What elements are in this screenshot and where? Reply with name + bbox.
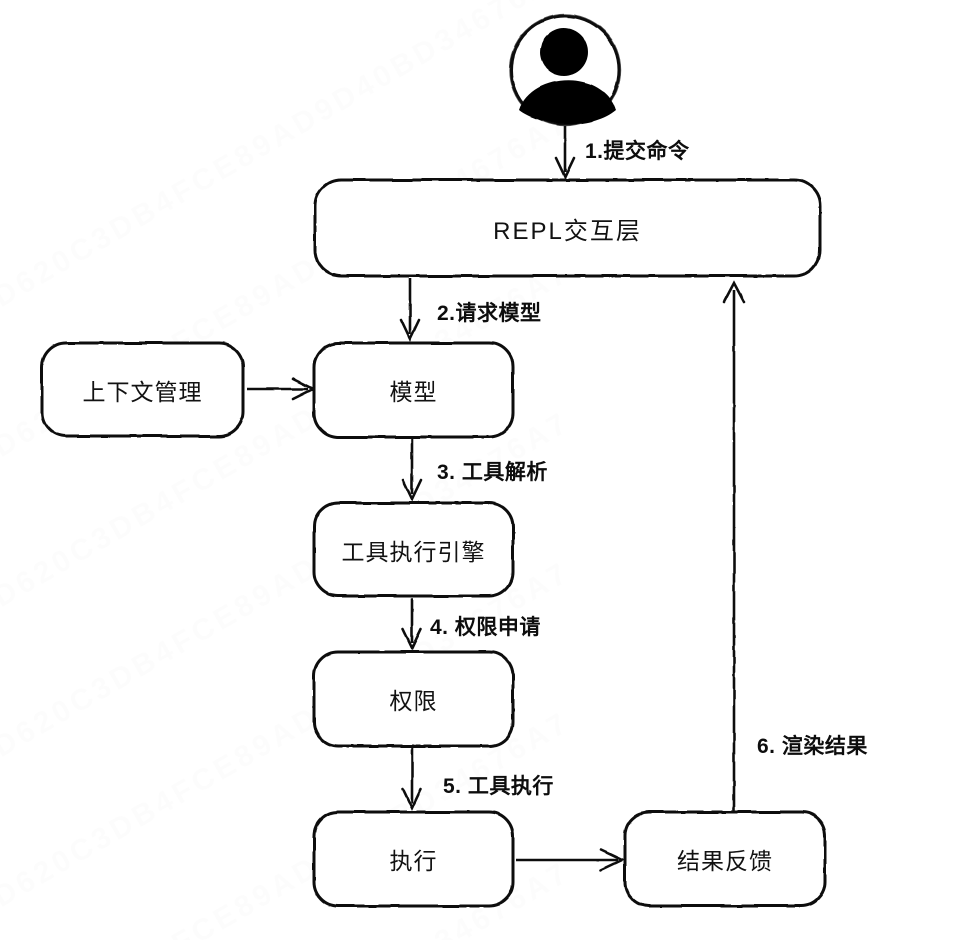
node-repl[interactable] <box>313 178 822 278</box>
edge-label-permission-request: 4. 权限申请 <box>430 616 541 639</box>
node-context[interactable] <box>40 341 245 438</box>
user-avatar-icon <box>508 13 622 127</box>
edge-perm-to-exec <box>401 748 423 812</box>
node-permission[interactable] <box>312 650 515 748</box>
edge-label-request-model: 2.请求模型 <box>437 302 542 325</box>
node-execute[interactable] <box>312 810 515 908</box>
edge-repl-to-model <box>399 278 421 343</box>
edge-label-tool-parse: 3. 工具解析 <box>437 461 548 484</box>
edge-label-render-result: 6. 渲染结果 <box>757 735 868 758</box>
node-result[interactable] <box>623 810 827 908</box>
edge-engine-to-perm <box>401 598 423 652</box>
edge-user-to-repl <box>554 126 576 181</box>
node-engine[interactable] <box>312 501 515 598</box>
edge-exec-to-result <box>516 848 626 872</box>
edge-model-to-engine <box>401 439 423 503</box>
edge-result-to-repl <box>722 280 746 812</box>
edge-label-tool-execute: 5. 工具执行 <box>443 775 554 798</box>
edge-label-submit-command: 1.提交命令 <box>585 140 690 163</box>
edge-context-to-model <box>247 377 316 401</box>
node-model[interactable] <box>312 341 515 439</box>
